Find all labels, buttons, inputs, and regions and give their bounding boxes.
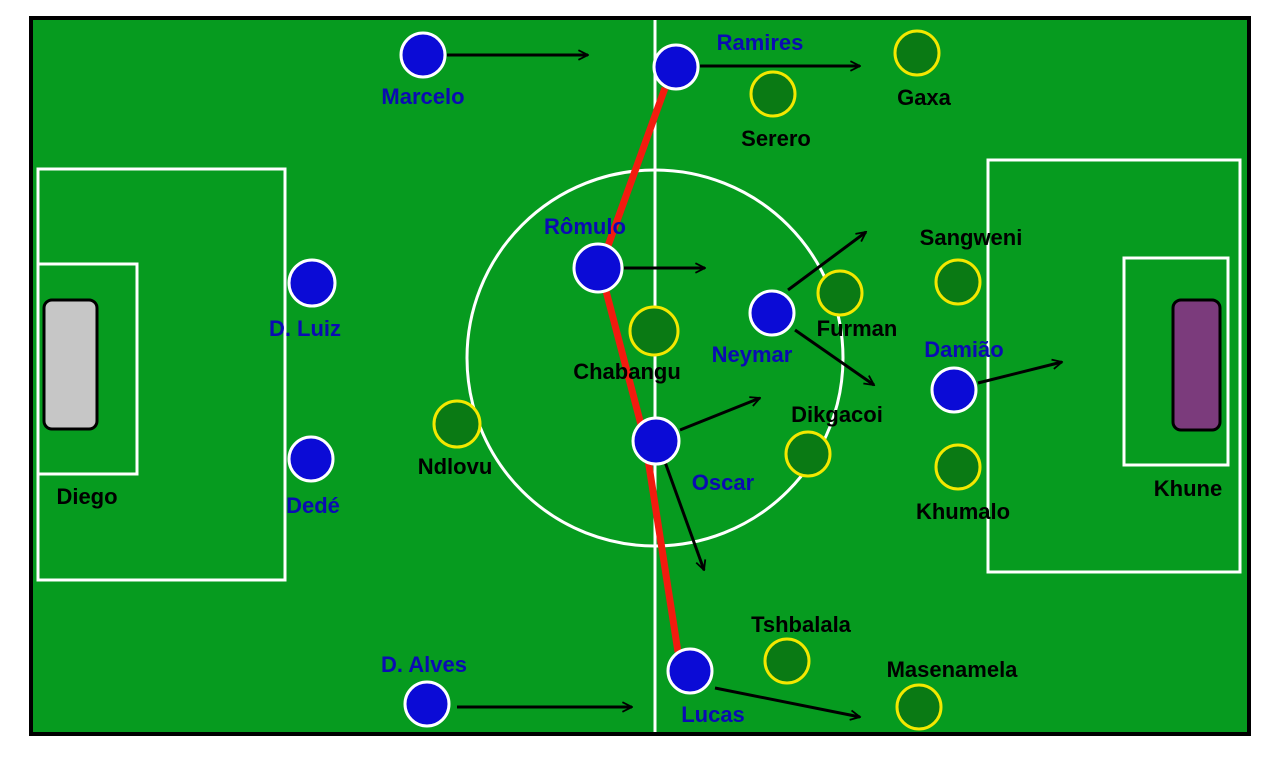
south-africa-players	[432, 29, 982, 731]
label-khumalo: Khumalo	[916, 499, 1010, 524]
label-dikgacoi: Dikgacoi	[791, 402, 883, 427]
player-marker-ramires	[652, 43, 700, 91]
arrow-neymar-up	[787, 230, 866, 292]
label-chabangu: Chabangu	[573, 359, 681, 384]
label-d-alves: D. Alves	[381, 652, 467, 677]
player-marker-khumalo	[934, 443, 982, 491]
player-marker-masenamela	[895, 683, 943, 731]
movement-arrows	[447, 55, 1062, 717]
label-lucas: Lucas	[681, 702, 745, 727]
brazil-players	[287, 31, 978, 728]
label-gaxa: Gaxa	[897, 85, 952, 110]
player-marker-ndlovu	[432, 399, 482, 449]
pitch-surface	[29, 16, 1251, 736]
left-goal-area	[36, 262, 139, 476]
player-marker-neymar	[748, 289, 796, 337]
left-goal	[42, 298, 99, 431]
label-diego: Diego	[56, 484, 117, 509]
label-d-luiz: D. Luiz	[269, 316, 341, 341]
red-link-line	[596, 86, 682, 653]
player-marker-serero	[749, 70, 797, 118]
player-marker-damiao	[930, 366, 978, 414]
label-dede: Dedé	[286, 493, 340, 518]
label-sangweni: Sangweni	[920, 225, 1023, 250]
right-goal-area	[1122, 256, 1230, 467]
label-ramires: Ramires	[717, 30, 804, 55]
player-marker-oscar	[631, 416, 681, 466]
arrow-oscar-up	[679, 398, 760, 432]
centre-circle	[465, 168, 845, 548]
player-marker-marcelo	[399, 31, 447, 79]
player-marker-dede	[287, 435, 335, 483]
label-tshabalala: Tshbalala	[751, 612, 852, 637]
player-marker-romulo	[572, 242, 624, 294]
label-furman: Furman	[817, 316, 898, 341]
player-marker-lucas	[666, 647, 714, 695]
right-penalty-area	[986, 158, 1242, 574]
label-khune: Khune	[1154, 476, 1222, 501]
label-ndlovu: Ndlovu	[418, 454, 493, 479]
label-romulo: Rômulo	[544, 214, 626, 239]
label-damiao: Damião	[924, 337, 1003, 362]
player-marker-chabangu	[628, 305, 680, 357]
right-goal	[1171, 298, 1222, 432]
player-marker-furman	[816, 269, 864, 317]
arrow-neymar-down	[794, 328, 874, 387]
player-marker-tshabalala	[763, 637, 811, 685]
player-marker-gaxa	[893, 29, 941, 77]
label-oscar: Oscar	[692, 470, 755, 495]
label-marcelo: Marcelo	[381, 84, 464, 109]
arrow-damiao	[977, 362, 1062, 385]
player-marker-sangweni	[934, 258, 982, 306]
label-masenamela: Masenamela	[887, 657, 1019, 682]
arrow-lucas	[714, 686, 860, 717]
arrow-oscar-down	[663, 461, 704, 570]
player-marker-dikgacoi	[784, 430, 832, 478]
label-neymar: Neymar	[712, 342, 793, 367]
label-serero: Serero	[741, 126, 811, 151]
player-marker-d-alves	[403, 680, 451, 728]
player-marker-d-luiz	[287, 258, 337, 308]
